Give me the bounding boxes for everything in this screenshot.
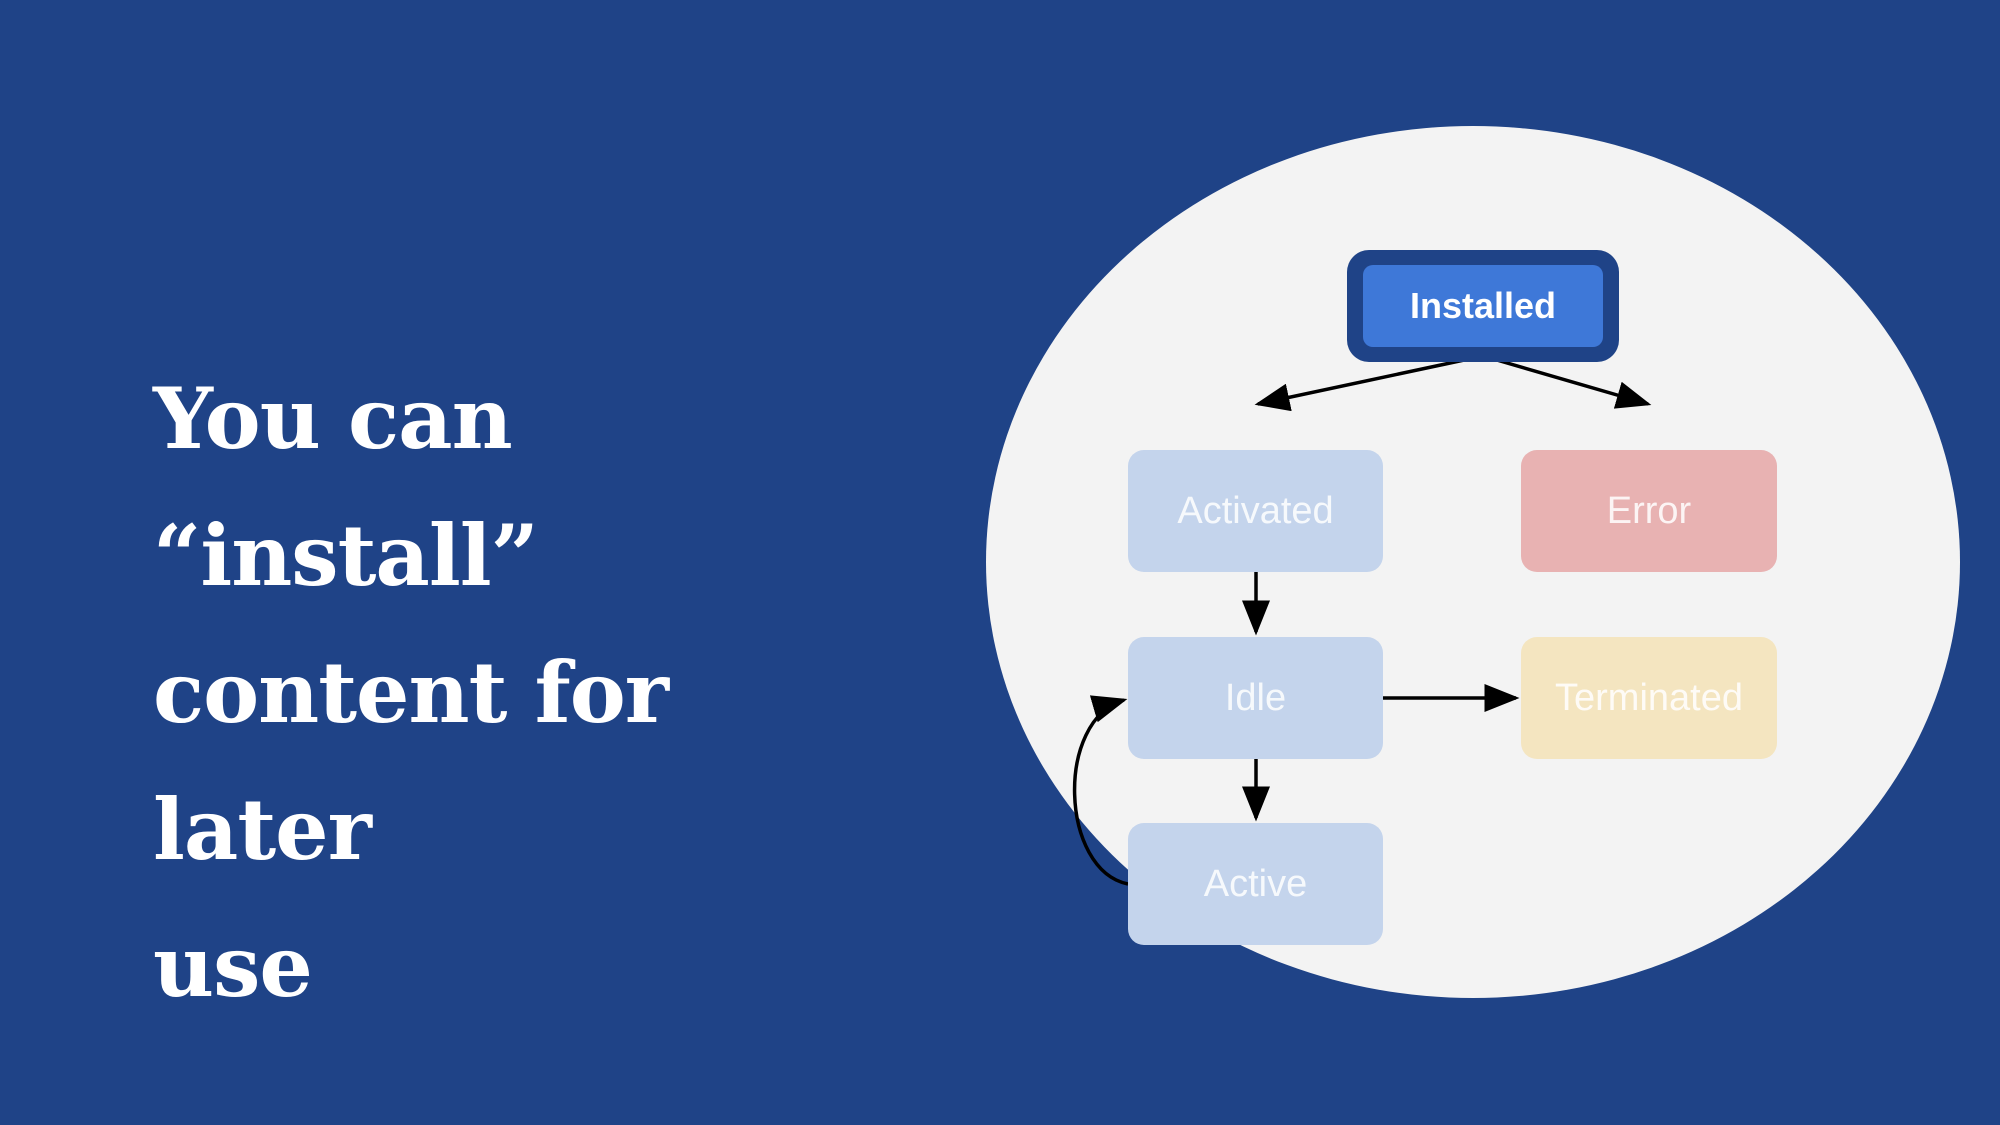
node-terminated: Terminated bbox=[1521, 637, 1777, 759]
node-activated: Activated bbox=[1128, 450, 1383, 572]
headline-line-2: content for later bbox=[153, 643, 669, 879]
edge-installed-activated bbox=[1254, 354, 1484, 412]
node-idle: Idle bbox=[1128, 637, 1383, 759]
edge-active-idle bbox=[1072, 695, 1129, 886]
edge-installed-error bbox=[1482, 354, 1652, 409]
node-installed: Installed bbox=[1363, 265, 1603, 347]
headline-line-1: You can “install” bbox=[153, 369, 539, 605]
node-active: Active bbox=[1128, 823, 1383, 945]
headline: You can “install” content for later use bbox=[153, 350, 913, 1035]
headline-line-3: use bbox=[153, 917, 313, 1016]
node-error: Error bbox=[1521, 450, 1777, 572]
